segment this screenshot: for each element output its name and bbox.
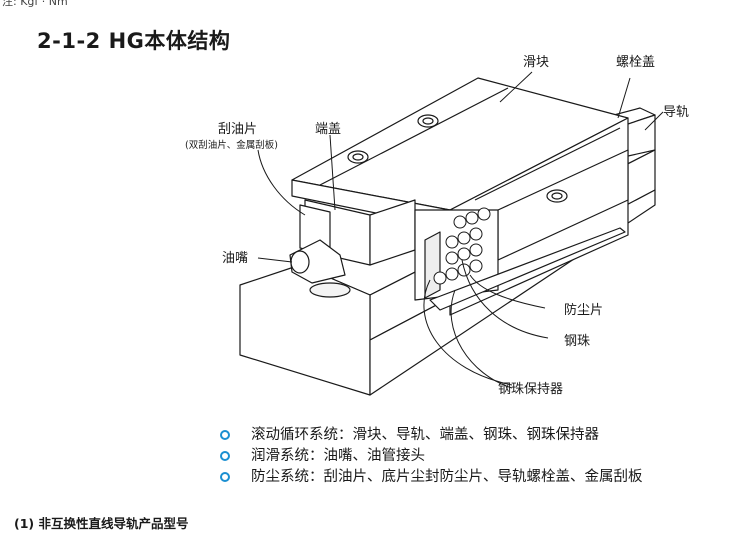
label-bolt-cap: 螺栓盖 [616,55,656,70]
dust-seal-strip [429,227,626,311]
steel-balls [433,207,491,285]
bullet-ring-icon [220,451,230,461]
label-rail: 导轨 [663,105,690,120]
list-item: 防尘系统：刮油片、底片尘封防尘片、导轨螺栓盖、金属刮板 [220,467,643,488]
leader-lines [257,71,664,389]
list-item: 滚动循环系统：滑块、导轨、端盖、钢珠、钢珠保持器 [220,425,643,446]
systems-list: 滚动循环系统：滑块、导轨、端盖、钢珠、钢珠保持器 润滑系统：油嘴、油管接头 防尘… [220,425,643,488]
label-scraper-note: (双刮油片、金属刮板) [185,140,278,151]
system-text: 防尘系统：刮油片、底片尘封防尘片、导轨螺栓盖、金属刮板 [251,469,643,485]
page-title: 2-1-2 HG本体结构 [37,29,231,53]
label-nozzle: 油嘴 [222,251,249,266]
label-dust-seal: 防尘片 [564,303,604,318]
bolt-holes [347,114,568,203]
label-slider: 滑块 [523,55,550,70]
bullet-ring-icon [220,472,230,482]
label-steel-ball: 钢珠 [564,334,591,349]
bullet-ring-icon [220,430,230,440]
label-ball-retainer: 钢珠保持器 [498,382,564,397]
system-text: 滚动循环系统：滑块、导轨、端盖、钢珠、钢珠保持器 [251,427,599,443]
list-item: 润滑系统：油嘴、油管接头 [220,446,643,467]
label-scraper: 刮油片 [218,122,258,137]
label-end-cap: 端盖 [315,122,342,137]
section-heading: (1) 非互换性直线导轨产品型号 [14,516,189,531]
grease-nozzle [289,239,351,298]
system-text: 润滑系统：油嘴、油管接头 [251,448,425,464]
top-fragment-text: 注: Kgf · Nm [2,0,68,8]
